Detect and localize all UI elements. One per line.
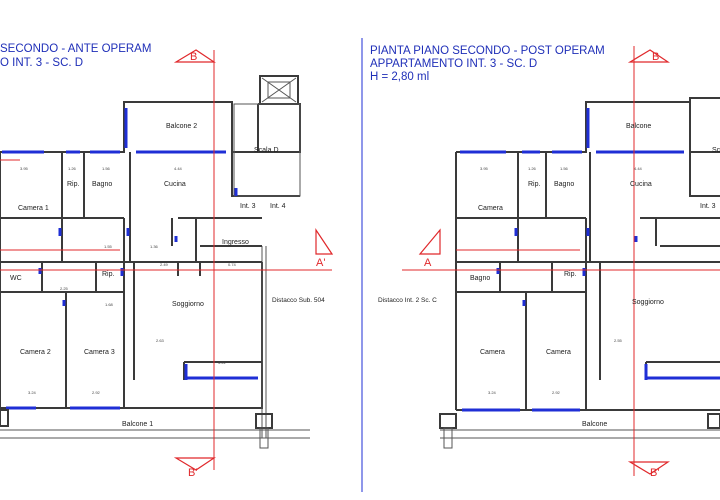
right-title-line-2: APPARTAMENTO INT. 3 - SC. D (370, 58, 537, 70)
right-room-bagno-mid: Bagno (470, 275, 490, 282)
dim-label: 1.26 (68, 166, 77, 171)
right-room-scala: Sc (712, 147, 720, 154)
section-b-marker-bottom-left (173, 457, 216, 471)
pillar-symbol (0, 409, 9, 427)
dim-label: 1.55 (104, 244, 113, 249)
left-room-int-4: Int. 4 (270, 203, 286, 210)
left-plan: SECONDO - ANTE OPERAM O INT. 3 - SC. D B… (0, 43, 334, 479)
right-room-rip-2: Rip. (564, 271, 577, 278)
dim-label: 3.95 (480, 166, 489, 171)
left-title-line-1: SECONDO - ANTE OPERAM (0, 43, 151, 55)
left-title-line-2: O INT. 3 - SC. D (0, 57, 83, 69)
left-room-rip-1: Rip. (67, 181, 80, 188)
dim-label: 3.24 (28, 390, 37, 395)
section-a-marker-right (418, 228, 441, 255)
left-room-balcone-2: Balcone 2 (166, 123, 197, 130)
dim-label: 3.24 (488, 390, 497, 395)
right-section-b-bottom: B' (650, 467, 659, 479)
pillar-symbol (707, 413, 720, 429)
left-section-b-top: B (190, 51, 197, 63)
right-room-balcone-bottom: Balcone (582, 421, 607, 428)
left-room-bagno: Bagno (92, 181, 112, 188)
dim-label: 1.68 (105, 302, 114, 307)
left-room-soggiorno: Soggiorno (172, 301, 204, 308)
right-title-line-1: PIANTA PIANO SECONDO - POST OPERAM (370, 45, 605, 57)
dim-label: 2.63 (156, 338, 165, 343)
dim-label: 1.56 (102, 166, 111, 171)
dim-label: 2.55 (614, 338, 623, 343)
dim-label: 1.36 (150, 244, 159, 249)
right-section-b-top: B (652, 51, 659, 63)
dim-label: 2.92 (92, 390, 101, 395)
dim-label: 1.56 (560, 166, 569, 171)
dim-label: 3.95 (20, 166, 29, 171)
dim-label: 2.92 (552, 390, 561, 395)
right-room-bagno-top: Bagno (554, 181, 574, 188)
right-room-camera-top: Camera (478, 205, 503, 212)
right-room-soggiorno: Soggiorno (632, 299, 664, 306)
right-room-cucina: Cucina (630, 181, 652, 188)
right-room-rip-1: Rip. (528, 181, 541, 188)
dim-label: 2.49 (160, 262, 169, 267)
left-room-camera-2: Camera 2 (20, 349, 51, 356)
left-section-b-bottom: B' (188, 467, 197, 479)
right-plan: PIANTA PIANO SECONDO - POST OPERAM APPAR… (370, 45, 720, 479)
dim-label: 2.25 (60, 286, 69, 291)
pillar-symbol (255, 413, 273, 429)
dim-label: 4.44 (634, 166, 643, 171)
right-room-camera-mid: Camera (546, 349, 571, 356)
pillar-symbol (439, 413, 457, 429)
right-room-balcone-top: Balcone (626, 123, 651, 130)
right-room-camera-left: Camera (480, 349, 505, 356)
left-distacco-label: Distacco Sub. 504 (272, 297, 325, 304)
left-room-scala-d: Scala D (254, 147, 279, 154)
right-distacco-label: Distacco Int. 2 Sc. C (378, 297, 437, 304)
dim-label: 3.22 (218, 360, 227, 365)
dim-label: 0.74 (228, 262, 237, 267)
left-room-balcone-1: Balcone 1 (122, 421, 153, 428)
left-room-ingresso: Ingresso (222, 239, 249, 246)
right-room-int-3: Int. 3 (700, 203, 716, 210)
left-room-camera-1: Camera 1 (18, 205, 49, 212)
left-room-camera-3: Camera 3 (84, 349, 115, 356)
section-b-marker-top-left (173, 49, 216, 63)
left-room-int-3: Int. 3 (240, 203, 256, 210)
section-b-marker-top-right (627, 49, 670, 63)
dim-label: 1.26 (528, 166, 537, 171)
left-room-rip-2: Rip. (102, 271, 115, 278)
left-section-a-right: A' (316, 257, 325, 269)
dim-label: 4.44 (174, 166, 183, 171)
right-section-a-left: A (424, 257, 432, 269)
section-b-marker-bottom-right (627, 461, 670, 475)
section-a-marker-left (315, 228, 334, 255)
left-room-cucina: Cucina (164, 181, 186, 188)
left-room-wc: WC (10, 275, 22, 282)
right-title-line-3: H = 2,80 ml (370, 71, 429, 83)
